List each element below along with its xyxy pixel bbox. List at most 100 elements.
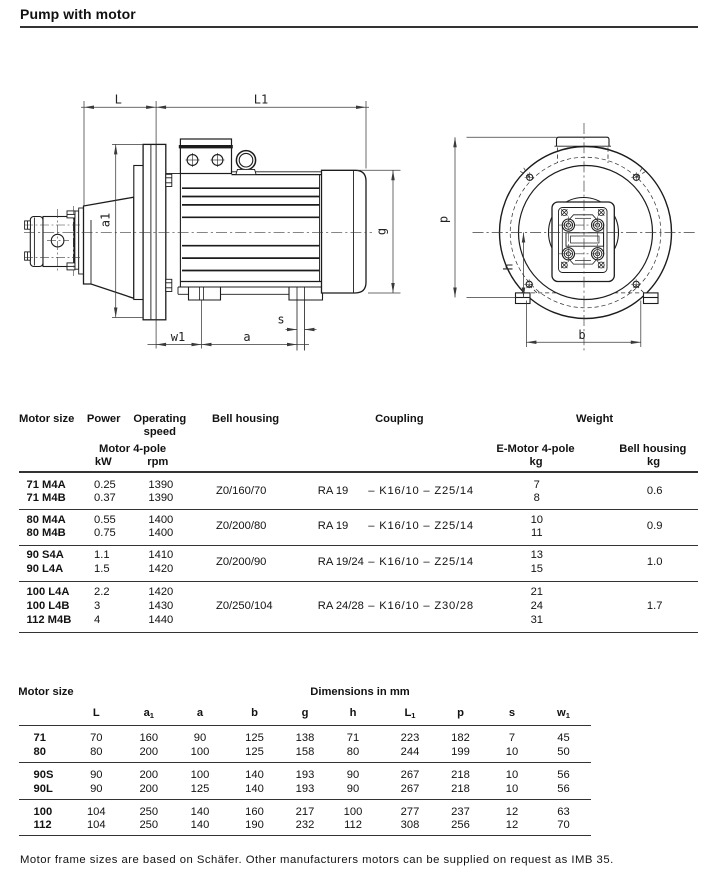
cell-e-motor-weight: 21 [530,586,544,599]
cell-dim-value: 80 [346,745,360,758]
cell-coupling: – K16/10 – Z25/14 [368,484,474,497]
cell-motor-size: 100 L4A [26,586,70,599]
header-dim-g: g [301,707,309,720]
technical-drawing: L L1 a1 g s w1 a [24,92,697,352]
cell-dim-value: 193 [295,782,315,795]
cell-dim-value: 70 [90,732,103,745]
cell-dim-value: 193 [295,769,315,782]
cell-dim-value: 125 [190,782,210,795]
cell-motor-size: 100 L4B [26,599,70,612]
flange-bolt-bottom [165,278,173,292]
cell-coupling: RA 19/24 [317,555,364,568]
header-dim-h: h [349,707,357,720]
cell-motor-size: 112 M4B [26,614,72,627]
cell-coupling: – K16/10 – Z25/14 [368,555,474,568]
cell-dim-value: 217 [295,805,315,818]
dim-label-s: s [277,313,284,327]
cell-dim-value: 267 [400,782,420,795]
cell-bell-housing: Z0/200/90 [216,555,267,568]
cell-dim-value: 63 [557,805,570,818]
dim-label-L: L [115,92,122,106]
cell-dim-value: 308 [400,818,420,831]
cell-dim-value: 112 [344,818,362,831]
page-title: Pump with motor [20,6,136,22]
cell-dim-value: 125 [245,732,264,745]
flange-bolt-top [165,173,173,187]
header-kg: kg [529,456,543,469]
end-view [472,123,697,352]
cell-e-motor-weight: 24 [530,599,544,612]
cell-power-kw: 4 [94,614,101,627]
table-rule [19,509,698,511]
cell-dim-value: 90 [90,782,103,795]
dim-label-h: h [502,263,516,270]
dim-label-a: a [243,330,250,344]
end-view-dimensions: p h b [437,136,642,347]
cell-bell-weight: 0.9 [646,520,663,532]
cell-dim-value: 140 [190,818,210,831]
header-weight: Weight [576,412,614,425]
cell-speed-rpm: 1430 [148,599,174,612]
header-dimensions: Dimensions in mm [310,686,410,699]
cell-e-motor-weight: 8 [533,492,540,505]
cell-coupling: – K16/10 – Z30/28 [368,599,474,612]
header-bell-housing: Bell housing [212,412,280,425]
cell-coupling: RA 24/28 [317,599,364,612]
cell-speed-rpm: 1400 [148,527,174,540]
cell-dim-value: 104 [86,805,106,818]
cell-dim-value: 200 [139,782,159,795]
cell-dim-value: 232 [295,818,315,831]
dim-label-a1: a1 [99,213,113,227]
terminal-box-front [551,201,615,283]
header-dim-s: s [508,707,516,720]
cell-dim-value: 90 [346,769,360,782]
cell-power-kw: 1.1 [94,549,110,562]
cell-bell-housing: Z0/160/70 [216,484,267,497]
header-dim-a: a [196,707,204,720]
pump-body [42,215,75,268]
pump-end-cap [29,215,44,268]
header-operating-speed: Operating [133,412,187,425]
cell-dim-value: 200 [139,745,159,758]
header-e-motor-4pole: E-Motor 4-pole [496,442,575,455]
cell-power-kw: 2.2 [94,586,110,599]
cell-coupling: – K16/10 – Z25/14 [368,520,474,532]
terminal-box [178,138,233,175]
cell-dim-value: 218 [451,782,470,795]
cell-speed-rpm: 1410 [148,549,174,562]
cell-motor-size: 71 [33,732,46,745]
cell-motor-size: 80 M4B [26,527,66,540]
cell-dim-value: 12 [505,805,519,818]
cell-dim-value: 56 [557,782,570,795]
cell-dim-value: 158 [295,745,315,758]
cell-e-motor-weight: 10 [530,513,544,526]
cell-dim-value: 138 [295,732,315,745]
table-rule [19,631,698,634]
side-view [24,138,372,351]
cell-motor-size: 71 M4B [26,492,66,505]
title-rule [20,26,698,28]
cell-speed-rpm: 1420 [148,563,174,576]
motor-foot-left [187,287,222,301]
header-dim-p: p [457,707,464,720]
cell-power-kw: 0.25 [94,479,116,492]
cell-dim-value: 90 [193,732,207,745]
cell-dim-value: 182 [451,732,470,745]
cell-speed-rpm: 1390 [148,492,174,505]
table-rule [19,834,591,837]
cell-dim-value: 90 [346,782,360,795]
header-bell-housing-weight: Bell housing [619,442,687,455]
cell-dim-value: 237 [451,805,470,818]
cell-dim-value: 90 [90,769,103,782]
cell-dim-value: 71 [346,732,360,745]
table-rule [19,724,591,727]
cell-coupling: RA 19 [317,484,349,497]
cell-bell-weight: 1.7 [646,599,663,612]
cell-dim-value: 45 [557,732,570,745]
cell-dim-value: 10 [505,769,519,782]
table-rule [19,545,698,547]
cell-motor-size: 90 S4A [26,549,64,562]
header-dim-a1: a1 [143,707,155,721]
cell-dim-value: 100 [190,745,210,758]
